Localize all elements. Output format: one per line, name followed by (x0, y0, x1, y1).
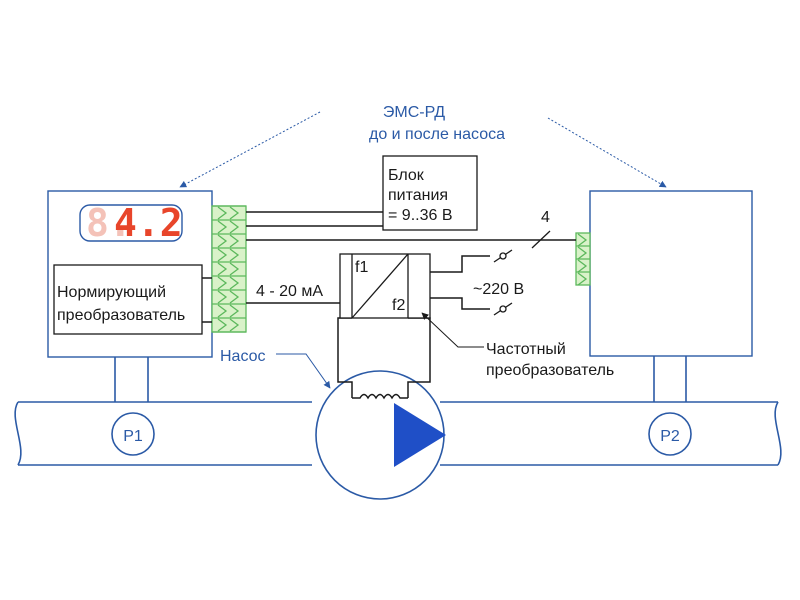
pump (315, 370, 446, 500)
vfd-caption-line2: преобразователь (486, 362, 614, 379)
wire-count-label: 4 (541, 209, 550, 226)
power-supply-line1: Блок (388, 167, 425, 184)
left-terminal-strip (211, 205, 247, 333)
sensor-p2: P2 (648, 412, 692, 456)
wire-count-slash (531, 230, 551, 249)
pipe (14, 401, 782, 466)
sensor-p1: P1 (111, 412, 155, 456)
display: 8. 4.2 (79, 201, 183, 245)
sensor-stems (114, 356, 687, 402)
power-supply: Блок питания = 9..36 В (382, 155, 478, 231)
right-terminal-strip (575, 232, 591, 286)
normalizer-box (53, 264, 203, 335)
leader-right-unit (547, 117, 667, 188)
leader-lines (179, 111, 667, 389)
header-line1: ЭМС-РД (383, 104, 445, 121)
display-dim-digit: 8. (86, 201, 132, 245)
vfd-out-label: f2 (392, 297, 405, 314)
sensor-p2-label: P2 (660, 428, 680, 445)
power-supply-line3: = 9..36 В (388, 207, 453, 224)
motor-coil-icon (352, 393, 408, 400)
mains-label: ~220 В (473, 281, 524, 298)
pump-direction-icon (394, 403, 446, 467)
signal-label: 4 - 20 мА (256, 283, 323, 300)
right-unit (589, 190, 753, 357)
sensor-p1-label: P1 (123, 428, 143, 445)
normalizer-line1: Нормирующий (57, 284, 166, 301)
mains-terminals (493, 249, 513, 316)
normalizer-line2: преобразователь (57, 307, 185, 324)
header-line2: до и после насоса (369, 126, 505, 143)
left-unit: 8. 4.2 Нормирующий преобразователь (47, 190, 213, 358)
power-supply-line2: питания (388, 187, 448, 204)
vfd-in-label: f1 (355, 259, 368, 276)
vfd: f1 f2 (339, 253, 431, 319)
leader-pump (276, 353, 331, 389)
display-value: 4.2 (114, 201, 183, 245)
vfd-caption-line1: Частотный (486, 341, 566, 358)
leader-left-unit (179, 111, 321, 188)
leader-vfd (421, 312, 484, 348)
pump-label: Насос (220, 348, 266, 365)
